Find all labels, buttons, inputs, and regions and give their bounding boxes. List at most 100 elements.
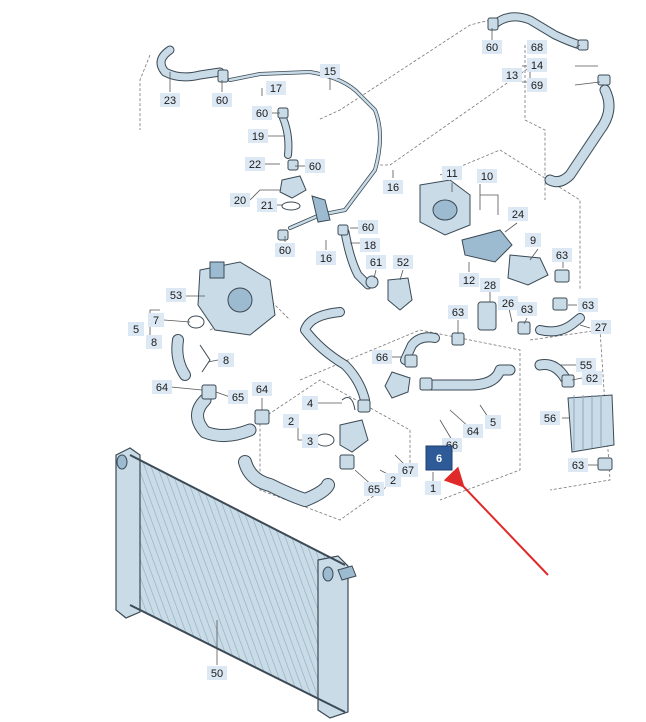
svg-text:5: 5 — [133, 324, 139, 336]
svg-text:9: 9 — [530, 235, 536, 247]
callout-2[interactable]: 2 — [283, 414, 299, 428]
callout-24[interactable]: 24 — [508, 207, 528, 221]
callout-50[interactable]: 50 — [207, 666, 227, 680]
callout-8[interactable]: 8 — [218, 353, 234, 367]
callout-63[interactable]: 63 — [552, 248, 572, 262]
svg-text:69: 69 — [531, 80, 543, 92]
callout-61[interactable]: 61 — [366, 255, 386, 269]
callout-60[interactable]: 60 — [252, 106, 272, 120]
callout-18[interactable]: 18 — [360, 238, 380, 252]
callout-26[interactable]: 26 — [498, 296, 518, 310]
svg-text:16: 16 — [387, 182, 399, 194]
callout-53[interactable]: 53 — [166, 288, 186, 302]
callout-28[interactable]: 28 — [480, 278, 500, 292]
svg-text:8: 8 — [151, 337, 157, 349]
callout-68[interactable]: 68 — [527, 40, 547, 54]
callout-10[interactable]: 10 — [477, 169, 497, 183]
svg-text:65: 65 — [232, 392, 244, 404]
callout-64[interactable]: 64 — [152, 380, 172, 394]
callout-65[interactable]: 65 — [364, 482, 384, 496]
callout-11[interactable]: 11 — [442, 166, 462, 180]
callout-60[interactable]: 60 — [358, 220, 378, 234]
highlighted-part-callout[interactable]: 6 — [425, 445, 453, 471]
svg-text:27: 27 — [595, 322, 607, 334]
callout-1[interactable]: 1 — [425, 481, 441, 495]
callout-16[interactable]: 16 — [316, 251, 336, 265]
svg-text:61: 61 — [370, 257, 382, 269]
callout-60[interactable]: 60 — [482, 40, 502, 54]
callout-9[interactable]: 9 — [525, 233, 541, 247]
callout-5[interactable]: 5 — [128, 322, 144, 336]
callout-16[interactable]: 16 — [383, 180, 403, 194]
svg-text:63: 63 — [572, 460, 584, 472]
svg-text:60: 60 — [486, 42, 498, 54]
callout-63[interactable]: 63 — [568, 458, 588, 472]
svg-text:14: 14 — [531, 60, 543, 72]
callout-64[interactable]: 64 — [463, 424, 483, 438]
callout-14[interactable]: 14 — [527, 58, 547, 72]
radiator — [115, 447, 357, 719]
callout-12[interactable]: 12 — [459, 273, 479, 287]
svg-text:66: 66 — [376, 352, 388, 364]
callout-3[interactable]: 3 — [302, 434, 318, 448]
svg-text:19: 19 — [252, 131, 264, 143]
callout-13[interactable]: 13 — [502, 68, 522, 82]
callout-64[interactable]: 64 — [252, 382, 272, 396]
callout-63[interactable]: 63 — [448, 305, 468, 319]
callout-5[interactable]: 5 — [485, 415, 501, 429]
svg-text:60: 60 — [256, 108, 268, 120]
svg-text:10: 10 — [481, 171, 493, 183]
svg-text:15: 15 — [324, 66, 336, 78]
svg-text:68: 68 — [531, 42, 543, 54]
svg-text:67: 67 — [402, 465, 414, 477]
callout-labels: 60 68 14 13 69 15 23 60 17 60 19 22 60 1… — [128, 40, 611, 680]
svg-text:52: 52 — [397, 257, 409, 269]
svg-text:2: 2 — [288, 416, 294, 428]
callout-4[interactable]: 4 — [302, 396, 318, 410]
svg-text:26: 26 — [502, 298, 514, 310]
svg-text:65: 65 — [368, 484, 380, 496]
svg-text:63: 63 — [556, 250, 568, 262]
callout-67[interactable]: 67 — [398, 463, 418, 477]
svg-text:17: 17 — [270, 83, 282, 95]
assembly-outlines — [139, 19, 611, 521]
callout-63[interactable]: 63 — [517, 302, 537, 316]
callout-21[interactable]: 21 — [257, 198, 277, 212]
svg-text:60: 60 — [362, 222, 374, 234]
svg-text:60: 60 — [279, 245, 291, 257]
callout-60[interactable]: 60 — [275, 243, 295, 257]
callout-66[interactable]: 66 — [372, 350, 392, 364]
svg-text:16: 16 — [320, 253, 332, 265]
callout-15[interactable]: 15 — [320, 64, 340, 78]
callout-60[interactable]: 60 — [305, 159, 325, 173]
callout-8[interactable]: 8 — [146, 335, 162, 349]
callout-65[interactable]: 65 — [228, 390, 248, 404]
svg-text:8: 8 — [223, 355, 229, 367]
callout-7[interactable]: 7 — [148, 313, 164, 327]
svg-text:24: 24 — [512, 209, 524, 221]
svg-text:22: 22 — [249, 159, 261, 171]
callout-23[interactable]: 23 — [160, 93, 180, 107]
callout-63[interactable]: 63 — [578, 298, 598, 312]
callout-2[interactable]: 2 — [385, 473, 401, 487]
svg-text:56: 56 — [544, 413, 556, 425]
callout-17[interactable]: 17 — [266, 81, 286, 95]
callout-69[interactable]: 69 — [527, 78, 547, 92]
callout-56[interactable]: 56 — [540, 411, 560, 425]
svg-text:55: 55 — [580, 360, 592, 372]
callout-19[interactable]: 19 — [248, 129, 268, 143]
callout-22[interactable]: 22 — [245, 157, 265, 171]
svg-text:2: 2 — [390, 475, 396, 487]
svg-text:3: 3 — [307, 436, 313, 448]
callout-27[interactable]: 27 — [591, 320, 611, 334]
callout-62[interactable]: 62 — [582, 371, 602, 385]
callout-55[interactable]: 55 — [576, 358, 596, 372]
callout-52[interactable]: 52 — [393, 255, 413, 269]
callout-20[interactable]: 20 — [230, 193, 250, 207]
svg-text:63: 63 — [452, 307, 464, 319]
callout-60[interactable]: 60 — [212, 93, 232, 107]
svg-text:63: 63 — [582, 300, 594, 312]
svg-text:62: 62 — [586, 373, 598, 385]
svg-text:63: 63 — [521, 304, 533, 316]
